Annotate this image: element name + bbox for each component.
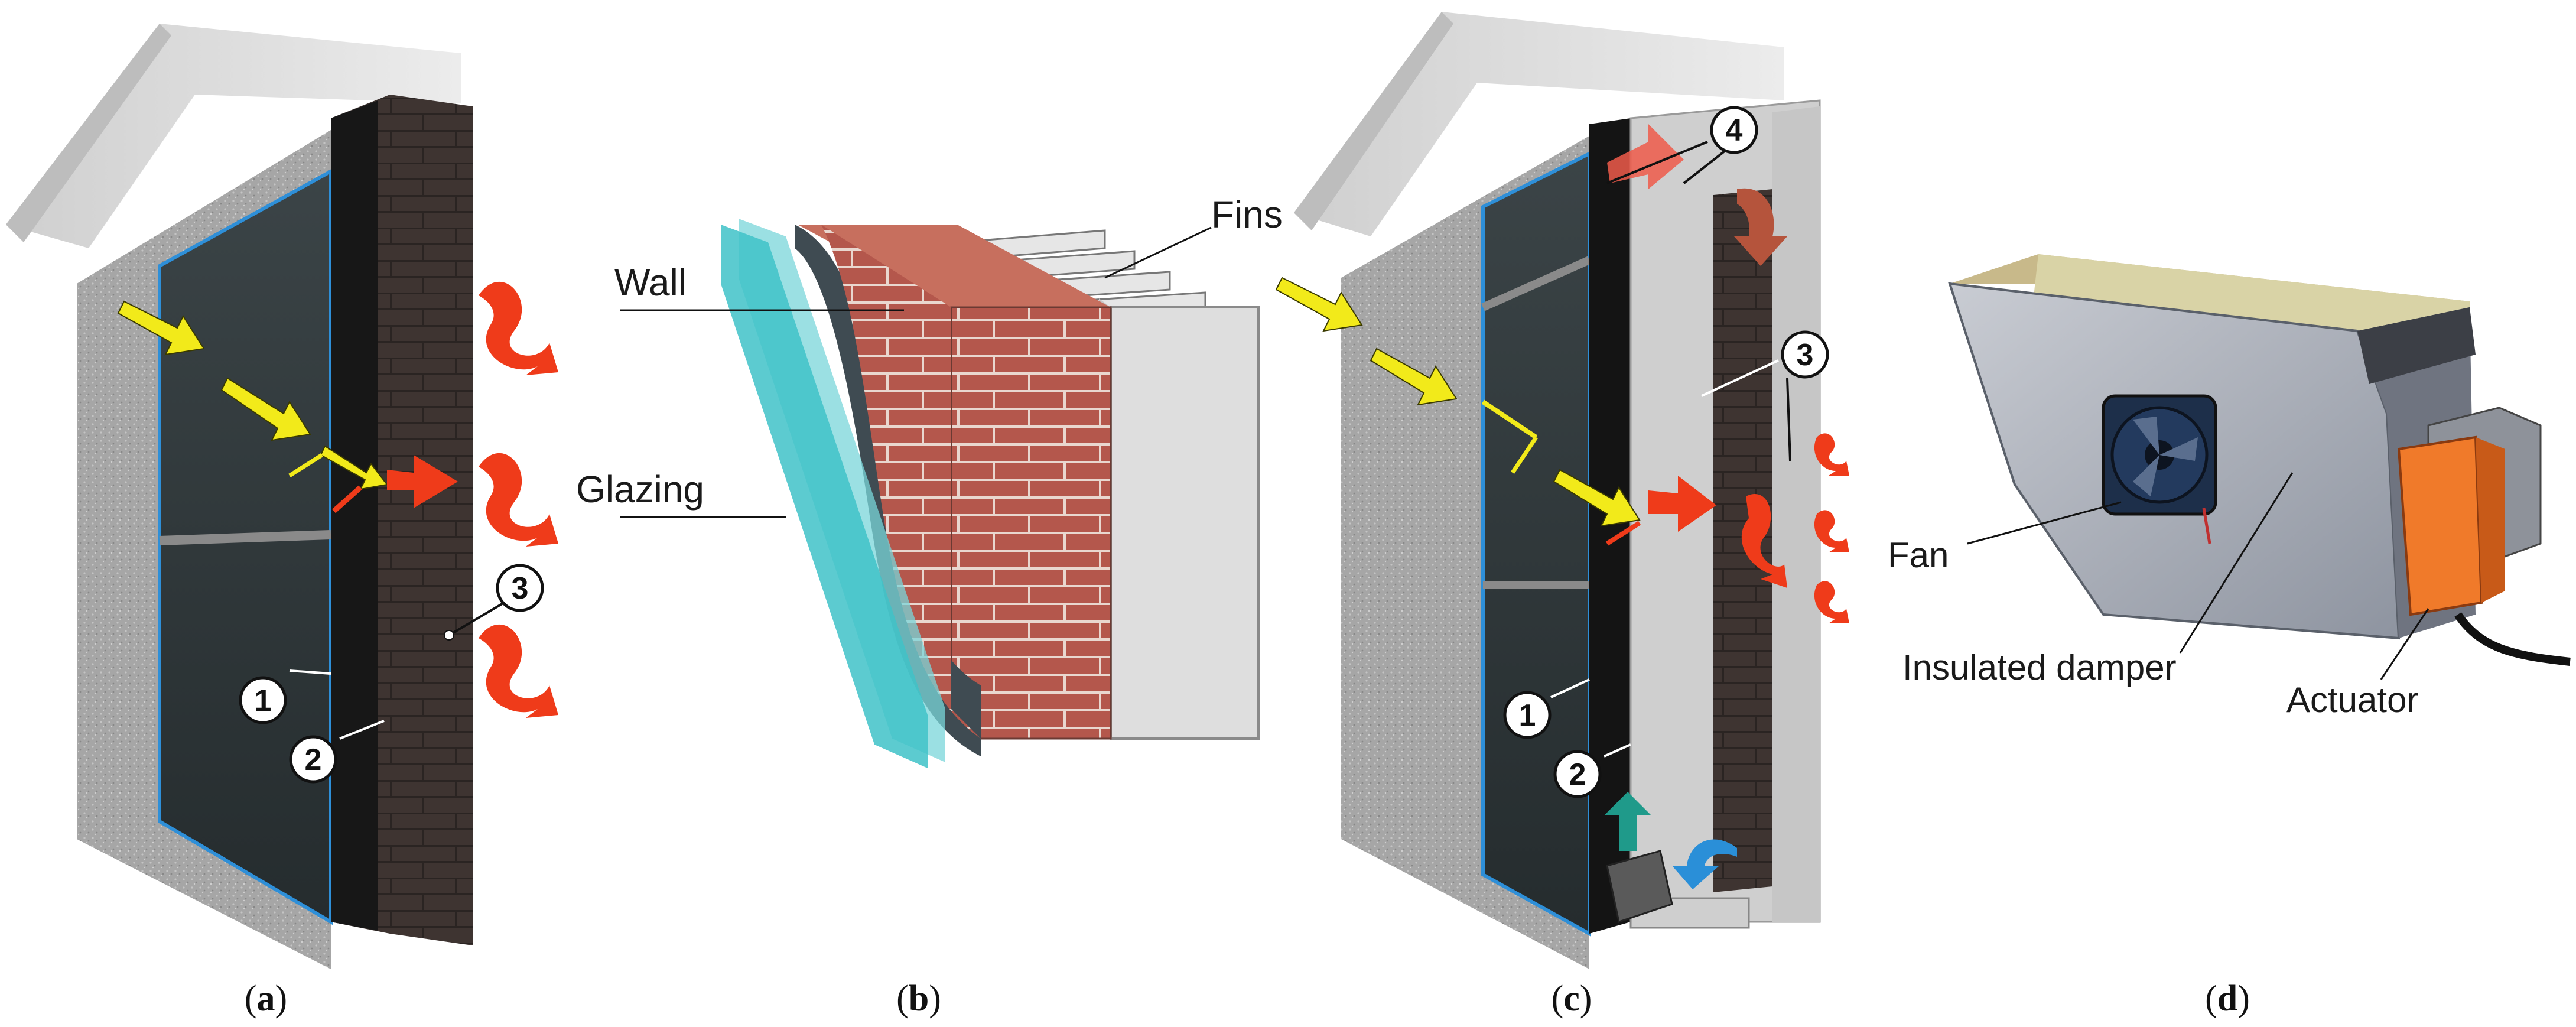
svg-text:2: 2 [1569,758,1586,792]
svg-text:1: 1 [1519,698,1536,733]
svg-text:3: 3 [1797,338,1814,372]
label-glazing: Glazing [576,468,786,518]
fan-icon [2102,394,2217,544]
caption-a: (a) [245,979,287,1019]
svg-text:Glazing: Glazing [576,468,704,511]
svg-text:Wall: Wall [614,261,687,304]
svg-text:Insulated damper: Insulated damper [1902,648,2177,687]
callout-3-a: 3 [444,564,544,641]
solar-arrow-icon [117,300,388,490]
svg-text:Fins: Fins [1211,193,1283,236]
caption-b: (b) [896,979,941,1019]
callout-4-c: 4 [1606,106,1758,184]
glazing-panel-a [158,168,333,925]
label-insulated-damper: Insulated damper [1902,472,2294,687]
heat-arrow-icon [387,281,558,718]
brick-top-b [798,225,1111,307]
caption-c: (c) [1552,979,1592,1019]
heat-arrow-icon-c [1648,433,1849,623]
callout-1-c: 1 [1503,678,1590,739]
callout-3-c: 3 [1701,330,1829,462]
callout-2-c: 2 [1553,743,1631,798]
wall-brick-curve-b [821,225,981,739]
panel-b: Fins Wall Glazing (b) [576,193,1283,1019]
small-arrows-a [288,453,323,477]
callout-1-label: 1 [255,684,272,718]
solar-arrow-icon-c [1275,277,1641,527]
top-vent-arrow-icon [1607,124,1787,266]
callout-2-a: 2 [289,720,385,784]
svg-text:Actuator: Actuator [2286,680,2418,720]
label-fan: Fan [1888,501,2122,575]
svg-text:Fan: Fan [1888,535,1949,575]
caption-d: (d) [2205,979,2250,1019]
bottom-vent-arrow-icon [1604,792,1737,923]
callout-1-a: 1 [239,670,331,724]
glazing-front-b [721,225,928,768]
actuator-icon [2397,407,2571,666]
callout-2-label: 2 [305,743,322,777]
panel-a: 1 2 3 (a) [6,24,558,1019]
panel-c: 1 2 3 4 (c) [1275,12,1849,1019]
svg-text:4: 4 [1726,113,1743,148]
air-cavity-c [1589,118,1631,934]
insulation-back-b [1110,306,1260,740]
callout-3-label: 3 [512,571,529,606]
brick-wall-b [950,306,1112,740]
label-wall: Wall [614,261,904,311]
panel-d: Fan Insulated damper Actuator (d) [1888,254,2571,1019]
label-actuator: Actuator [2286,608,2429,720]
label-fins: Fins [1104,193,1283,279]
